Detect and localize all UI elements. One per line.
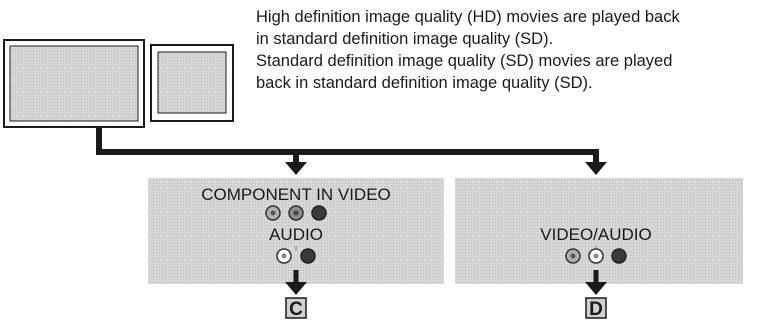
video-audio-jacks [565,248,627,264]
result-letter-d: D [589,299,603,320]
jack-icon [300,248,316,264]
component-panel: COMPONENT IN VIDEO AUDIO C [148,178,444,320]
jack-icon [611,248,627,264]
sd-playback-line-1: Standard definition image quality (SD) m… [256,52,673,70]
standard-tv-icon [150,44,234,122]
down-arrow-icon [285,282,307,295]
down-arrow-icon [585,282,607,295]
video-audio-label: VIDEO/AUDIO [540,225,651,244]
hd-playback-line-2: in standard definition image quality (SD… [256,30,554,48]
result-box-c [285,297,307,319]
jack-icon [311,205,327,221]
result-letter-c: C [289,299,303,320]
component-panel-background [148,178,444,284]
video-audio-panel: VIDEO/AUDIO D [455,178,743,320]
audio-jacks [276,248,316,264]
component-video-jacks [265,205,327,221]
connection-cable [96,145,599,164]
video-audio-panel-background [455,178,743,284]
component-in-video-label: COMPONENT IN VIDEO [201,185,391,204]
widescreen-tv-icon [3,39,145,149]
down-arrow-icon [285,162,307,175]
sd-playback-line-2: back in standard definition image qualit… [256,74,593,92]
down-arrow-icon [585,162,607,175]
hd-playback-line-1: High definition image quality (HD) movie… [256,8,680,26]
audio-label: AUDIO [269,225,323,244]
result-box-d [585,297,607,319]
playback-description: High definition image quality (HD) movie… [256,6,764,94]
